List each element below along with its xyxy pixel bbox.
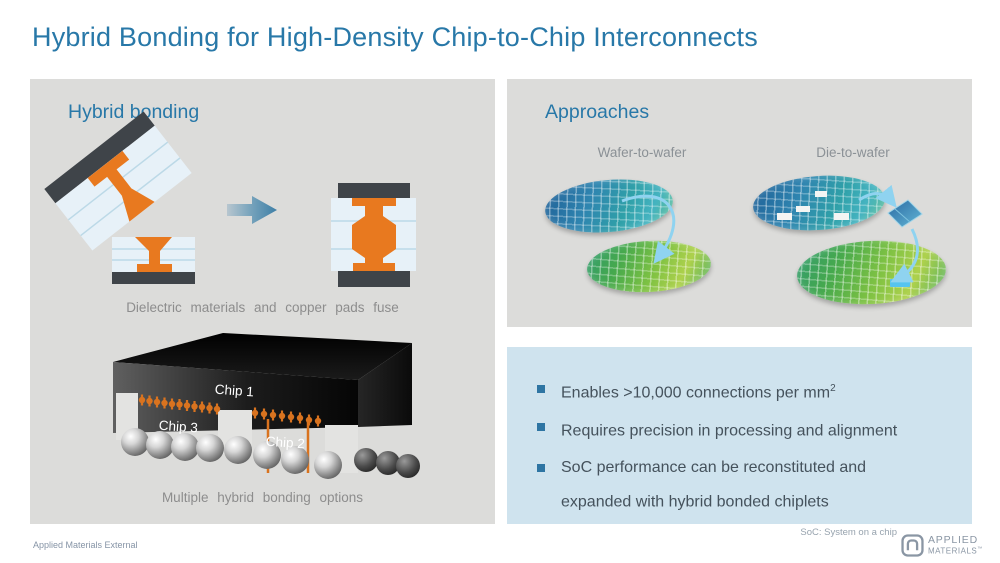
upright-chip-graphic (112, 237, 195, 284)
right-arrow-icon (227, 196, 277, 224)
chip3-label: Chip 3 (158, 418, 198, 436)
key-point-body: Requires precision in processing and ali… (561, 422, 898, 440)
placed-die-site (890, 279, 910, 287)
bonded-stack-graphic (331, 183, 416, 287)
key-point-row: Requires precision in processing and ali… (537, 415, 897, 443)
key-point-text: SoC performance can be reconstituted and… (561, 453, 933, 517)
key-point-row: SoC performance can be reconstituted and… (537, 453, 933, 517)
logo-line2-text: MATERIALS (928, 546, 978, 556)
bullet-square-icon (537, 423, 545, 431)
die-to-wafer-label: Die-to-wafer (816, 145, 890, 160)
options-caption: Multiple hybrid bonding options (161, 490, 364, 505)
logo-line1: APPLIED (928, 534, 978, 547)
key-point-row: Enables >10,000 connections per mm2 (537, 377, 836, 405)
key-point-text: Enables >10,000 connections per mm2 (561, 377, 836, 405)
applied-materials-logo: APPLIED MATERIALS™ (901, 534, 983, 557)
logo-trademark: ™ (977, 545, 983, 552)
key-point-sup: 2 (830, 383, 836, 394)
key-point-text: Requires precision in processing and ali… (561, 415, 897, 443)
logo-wordmark: APPLIED MATERIALS™ (928, 535, 983, 555)
curved-arrow-icon-pick (858, 184, 897, 208)
removed-die-sites (777, 191, 849, 220)
hybrid-bonding-diagram: Chip 1 Chip 3 Chip 2 (44, 111, 420, 479)
bullet-square-icon (537, 385, 545, 393)
logo-line2: MATERIALS™ (928, 545, 983, 556)
soc-footnote: SoC: System on a chip (800, 527, 897, 538)
die-chip-icon (887, 199, 923, 228)
key-point-body: SoC performance can be reconstituted and… (561, 459, 867, 511)
approaches-overlay (621, 184, 923, 287)
key-point-body: Enables >10,000 connections per mm (561, 384, 831, 402)
chip1-label: Chip 1 (214, 382, 254, 400)
logo-mark-icon (901, 534, 924, 557)
tilted-chip-graphic (44, 111, 192, 251)
approaches-panel: Approaches Wafer-to-wafer Die-to-wafer (507, 79, 972, 327)
hybrid-bonding-panel: Hybrid bonding (30, 79, 495, 524)
classification-text: Applied Materials External (33, 540, 138, 550)
page-title: Hybrid Bonding for High-Density Chip-to-… (32, 22, 758, 52)
key-points-panel: Enables >10,000 connections per mm2 Requ… (507, 347, 972, 524)
multi-chip-package-graphic: Chip 1 Chip 3 Chip 2 (113, 333, 420, 479)
wafer-to-wafer-label: Wafer-to-wafer (597, 145, 687, 160)
bullet-square-icon (537, 464, 545, 472)
hybrid-bonding-heading: Hybrid bonding (68, 101, 200, 123)
curved-arrow-icon-w2w (621, 194, 676, 264)
curved-arrow-icon-place (890, 228, 919, 283)
approaches-heading: Approaches (545, 101, 650, 123)
chip2-label: Chip 2 (265, 434, 305, 452)
fuse-caption: Dielectric materials and copper pads fus… (126, 300, 399, 315)
